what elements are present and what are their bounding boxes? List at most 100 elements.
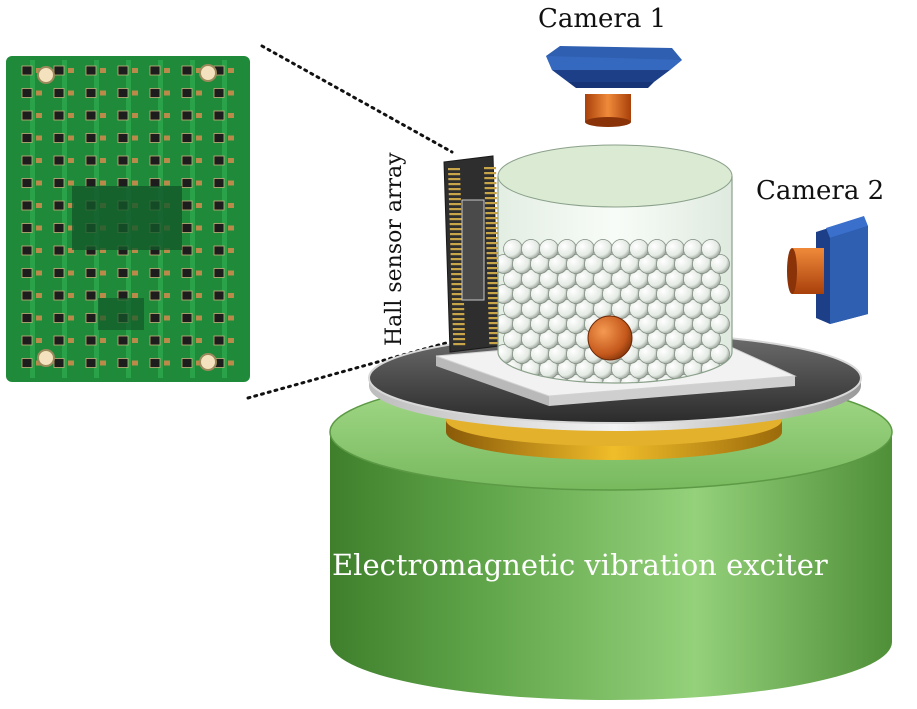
hall-array-pin	[487, 267, 499, 270]
hall-array-pin	[448, 168, 460, 171]
pcb-sensor-chip	[85, 110, 97, 121]
pcb-sensor-resistor	[100, 180, 106, 186]
pcb-sensor-resistor	[36, 113, 42, 118]
hall-array-pin	[486, 237, 499, 240]
camera-1-body-side	[552, 70, 670, 82]
pcb-sensor-chip	[21, 290, 33, 301]
hall-array-pin	[484, 197, 497, 200]
camera-1-body-highlight	[546, 56, 682, 70]
pcb-sensor-chip	[53, 133, 65, 143]
pcb-sensor-resistor	[164, 113, 170, 118]
pcb-lower-circuit	[98, 298, 144, 330]
particle	[602, 374, 622, 383]
pcb-sensor-resistor	[68, 315, 74, 321]
pcb-sensor-chip	[117, 133, 129, 143]
pcb-sensor-chip	[181, 110, 193, 121]
zoom-line-top	[260, 44, 454, 154]
pcb-sensor-chip	[53, 313, 65, 323]
pcb-sensor-chip	[149, 268, 161, 278]
hall-array-pin	[485, 227, 498, 230]
pcb-sensor-chip	[21, 245, 33, 256]
hall-array-pin	[453, 343, 466, 346]
hall-array-pin	[485, 207, 498, 210]
pcb-sensor-chip	[21, 268, 33, 278]
hall-array-pin	[450, 238, 463, 241]
pcb-sensor-chip	[181, 223, 193, 233]
pcb-sensor-resistor	[36, 248, 42, 253]
hall-array-pin	[452, 318, 465, 321]
hall-array-pin	[484, 172, 497, 175]
hall-array-pin	[488, 327, 501, 330]
particle	[620, 374, 640, 383]
pcb-trace	[222, 60, 227, 378]
hall-sensor-pcb-image	[6, 56, 250, 382]
pcb-sensor-chip	[181, 290, 193, 301]
pcb-sensor-resistor	[164, 135, 170, 141]
hall-array-pin	[452, 308, 465, 311]
particle	[584, 374, 604, 383]
exciter-label: Electromagnetic vibration exciter	[332, 548, 828, 582]
pcb-sensor-chip	[149, 313, 161, 323]
pcb-sensor-chip	[85, 290, 97, 301]
pcb-sensor-resistor	[196, 225, 202, 231]
particle	[575, 239, 595, 259]
pcb-sensor-resistor	[196, 270, 202, 276]
pcb-sensor-resistor	[132, 113, 138, 118]
pcb-sensor-resistor	[132, 248, 138, 253]
hall-array-pin	[450, 243, 463, 246]
pcb-sensor-resistor	[228, 360, 234, 366]
hall-array-pin	[488, 332, 501, 335]
pcb-sensor-resistor	[132, 180, 138, 186]
hall-array-pin	[488, 322, 501, 325]
particle	[539, 239, 559, 259]
hall-array-pin	[451, 278, 464, 281]
hall-array-pin	[485, 222, 498, 225]
particle	[701, 299, 721, 319]
pcb-sensor-chip	[213, 200, 225, 211]
pcb-mount-hole	[37, 349, 55, 367]
pcb-mount-hole	[37, 66, 55, 84]
pcb-sensor-resistor	[100, 270, 106, 276]
hall-array-pin	[448, 173, 461, 176]
hall-array-pin	[484, 187, 497, 190]
pcb-sensor-resistor	[228, 135, 234, 141]
pcb-sensor-resistor	[100, 135, 106, 141]
pcb-sensor-resistor	[164, 68, 170, 73]
pcb-mount-hole	[199, 353, 217, 371]
particle	[710, 284, 730, 304]
particle	[701, 239, 721, 259]
pcb-sensor-resistor	[68, 113, 74, 118]
pcb-sensor-chip	[53, 178, 65, 188]
pcb-sensor-resistor	[196, 158, 202, 163]
hall-array-pin	[484, 177, 497, 180]
particle	[503, 239, 523, 259]
pcb-sensor-resistor	[68, 90, 74, 96]
hall-array-pin	[448, 178, 461, 181]
hall-array-pin	[451, 273, 464, 276]
pcb-sensor-resistor	[228, 270, 234, 276]
hall-array-pin	[449, 203, 462, 206]
hall-array-pin	[489, 342, 502, 345]
pcb-sensor-resistor	[36, 315, 42, 321]
pcb-sensor-resistor	[164, 248, 170, 253]
particle	[701, 269, 721, 289]
hall-array-pin	[451, 268, 463, 271]
pcb-sensor-chip	[53, 290, 65, 301]
hall-array-pin	[487, 297, 500, 300]
pcb-sensor-resistor	[196, 68, 202, 73]
pcb-sensor-chip	[85, 133, 97, 143]
pcb-sensor-resistor	[196, 360, 202, 366]
pcb-sensor-chip	[53, 200, 65, 211]
pcb-sensor-chip	[213, 245, 225, 256]
particle	[701, 329, 721, 349]
hall-array-pin	[450, 258, 463, 261]
hall-array-pin	[450, 253, 463, 256]
camera-1-label: Camera 1	[538, 4, 667, 34]
pcb-sensor-chip	[213, 268, 225, 278]
pcb-sensor-chip	[53, 65, 65, 76]
pcb-sensor-chip	[149, 290, 161, 301]
camera-2	[787, 216, 868, 324]
hall-array-pin	[488, 317, 501, 320]
pcb-trace	[190, 60, 195, 378]
pcb-sensor-resistor	[132, 270, 138, 276]
